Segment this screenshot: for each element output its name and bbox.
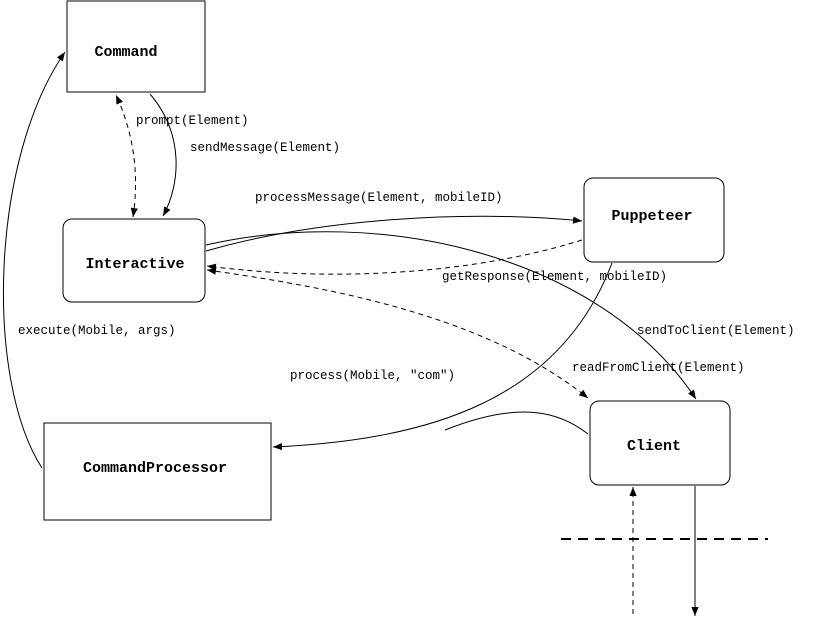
label-read-from-client: readFromClient(Element) <box>572 361 745 375</box>
node-command-label: Command <box>94 44 157 61</box>
node-command: Command <box>66 0 206 93</box>
node-puppeteer-label: Puppeteer <box>611 208 692 225</box>
edge-execute <box>2 51 66 469</box>
node-client: Client <box>589 400 731 486</box>
label-send-to-client: sendToClient(Element) <box>637 324 795 338</box>
label-process: process(Mobile, "com") <box>290 369 455 383</box>
edge-process-message <box>205 215 583 252</box>
edge-prompt <box>115 94 138 218</box>
label-prompt: prompt(Element) <box>136 114 249 128</box>
node-puppeteer: Puppeteer <box>583 177 725 263</box>
label-get-response: getResponse(Element, mobileID) <box>442 270 667 284</box>
node-interactive-label: Interactive <box>85 256 184 273</box>
label-process-message: processMessage(Element, mobileID) <box>255 191 503 205</box>
label-send-message: sendMessage(Element) <box>190 141 340 155</box>
label-execute: execute(Mobile, args) <box>18 324 176 338</box>
node-command-processor: CommandProcessor <box>43 422 272 521</box>
node-command-processor-label: CommandProcessor <box>83 460 227 477</box>
edge-process <box>272 262 613 451</box>
node-client-label: Client <box>627 438 681 455</box>
edge-read-from-client <box>206 267 589 399</box>
edge-send-to-client <box>205 231 697 400</box>
edge-send-message <box>149 93 177 217</box>
edge-client-process <box>444 411 589 435</box>
node-interactive: Interactive <box>62 218 206 303</box>
